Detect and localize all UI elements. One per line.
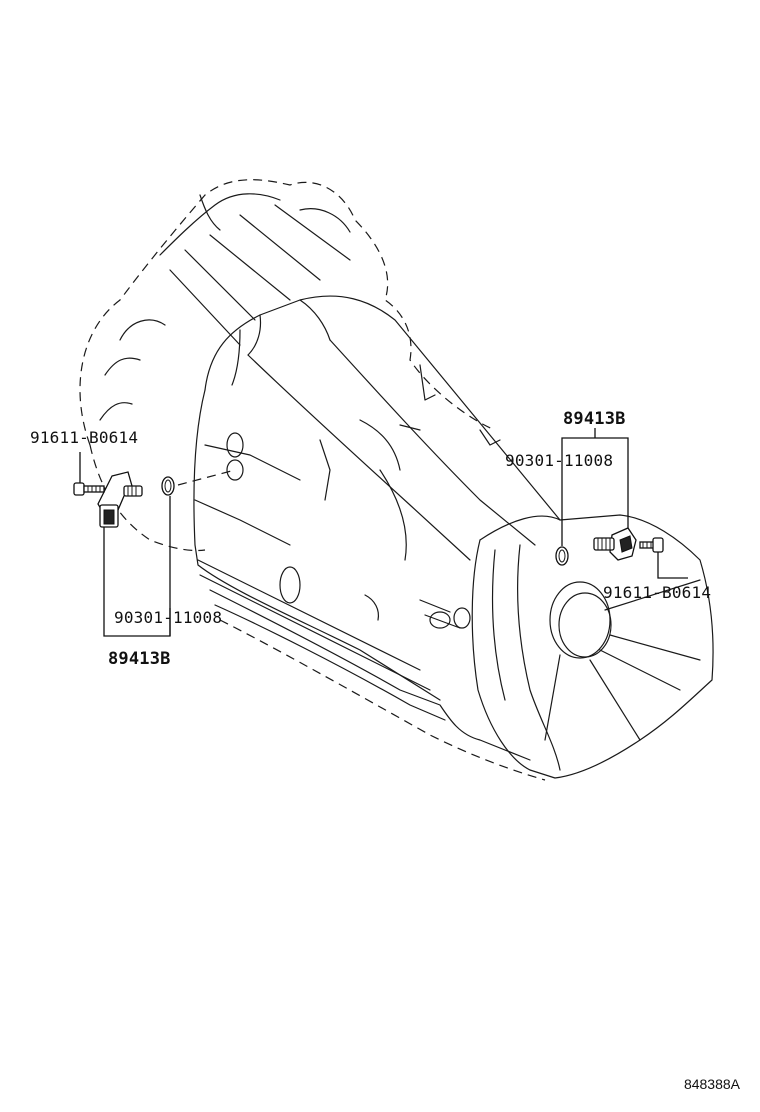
leader-lines: [79, 428, 688, 637]
left-bolt: [73, 482, 105, 496]
left-sensor-label: 89413B: [108, 649, 171, 669]
diagram-reference-code: 848388A: [683, 1076, 740, 1092]
left-o-ring: [161, 476, 175, 496]
right-bolt: [639, 537, 664, 553]
left-speed-sensor: [97, 471, 143, 528]
transmission-assembly: [79, 179, 714, 781]
right-o-ring-label: 90301-11008: [505, 451, 613, 470]
right-speed-sensor: [593, 527, 637, 561]
left-bolt-label: 91611-B0614: [30, 428, 138, 447]
left-o-ring-label: 90301-11008: [114, 608, 222, 627]
right-sensor-label: 89413B: [563, 409, 626, 429]
right-o-ring: [555, 546, 569, 566]
right-bolt-label: 91611-B0614: [603, 583, 711, 602]
